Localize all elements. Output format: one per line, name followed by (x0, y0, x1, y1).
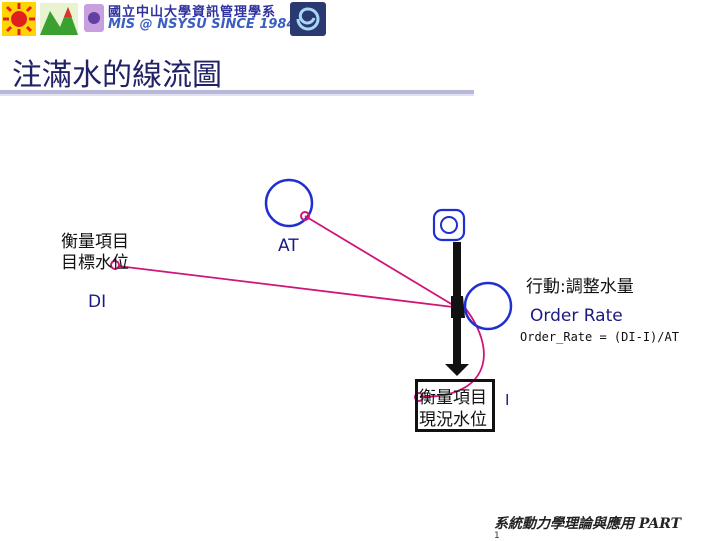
action-label: 行動:調整水量 (526, 277, 634, 297)
stock-label-line2: 現況水位 (419, 410, 487, 430)
flow-arrow-head (445, 364, 469, 376)
cloud-source-icon (432, 208, 466, 242)
order-rate-formula: Order_Rate = (DI-I)/AT (520, 330, 679, 344)
sun-logo-icon (2, 2, 36, 36)
at-connector-handle[interactable] (300, 211, 310, 221)
di-to-rate-connector (117, 265, 454, 308)
flow-valve[interactable] (451, 296, 465, 318)
di-connector-handle[interactable] (110, 260, 120, 270)
at-to-rate-connector (304, 215, 454, 306)
order-rate-label: Order Rate (530, 306, 623, 326)
stock-variable-label: I (505, 391, 510, 409)
stock-label-line1: 衡量項目 (419, 388, 487, 408)
title-divider (0, 90, 474, 94)
school-name: 國立中山大學資訊管理學系 (108, 5, 277, 20)
at-variable-label: AT (278, 236, 299, 256)
target-label-line2: 目標水位 (61, 253, 129, 273)
at-converter[interactable] (264, 178, 314, 228)
stock-box[interactable] (415, 379, 495, 432)
footer-page-mark: 1 (494, 531, 500, 541)
mountain-logo-icon (40, 3, 78, 35)
mis-logo-icon (84, 4, 104, 32)
stock-to-rate-connector (419, 303, 485, 398)
title-divider-shadow (0, 94, 474, 96)
swirl-logo-icon (290, 2, 326, 36)
footer-bar (482, 514, 720, 534)
page-title: 注滿水的線流圖 (12, 58, 222, 93)
footer-text: 系統動力學理論與應用 PART (494, 516, 682, 532)
order-rate-converter[interactable] (463, 281, 513, 331)
department-name: MIS @ NSYSU SINCE 1984 (108, 17, 296, 32)
di-variable-label: DI (88, 292, 107, 312)
target-label-line1: 衡量項目 (61, 232, 129, 252)
